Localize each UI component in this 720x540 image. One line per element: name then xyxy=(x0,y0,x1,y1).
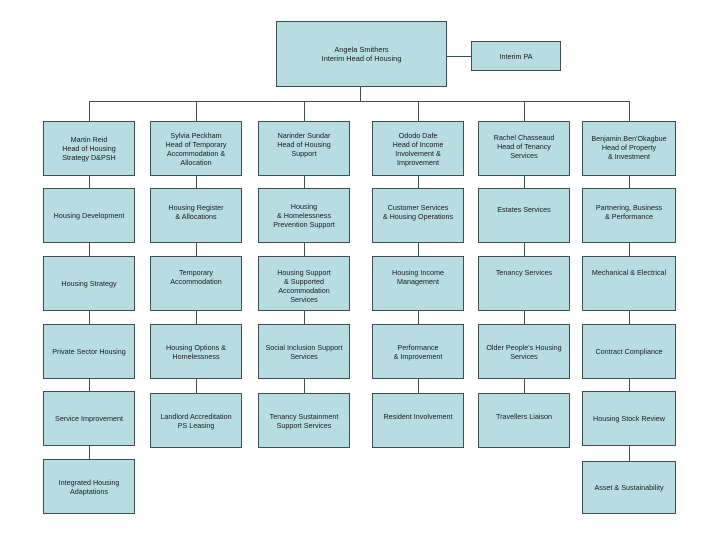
col5-unit-4: Travellers Liaison xyxy=(478,393,570,448)
col4-unit-2: Housing Income Management xyxy=(372,256,464,311)
connector-col2 xyxy=(196,101,197,121)
connector-col3 xyxy=(304,101,305,121)
connector-col6 xyxy=(629,101,630,121)
col1-unit-1: Housing Development xyxy=(43,188,135,243)
head-of-housing-box: Angela Smithers Interim Head of Housing xyxy=(276,21,447,87)
col5-unit-3: Older People's Housing Services xyxy=(478,324,570,379)
col4-head: Ododo Dafe Head of Income Involvement & … xyxy=(372,121,464,176)
col5-unit-1: Estates Services xyxy=(478,188,570,243)
col6-unit-4: Housing Stock Review xyxy=(582,391,676,446)
col3-unit-3: Social Inclusion Support Services xyxy=(258,324,350,379)
col1-unit-3: Private Sector Housing xyxy=(43,324,135,379)
col2-unit-3: Housing Options & Homelessness xyxy=(150,324,242,379)
col1-unit-4: Service Improvement xyxy=(43,391,135,446)
col4-unit-3: Performance & Improvement xyxy=(372,324,464,379)
interim-pa-box: Interim PA xyxy=(471,41,561,71)
col3-unit-4: Tenancy Sustainment Support Services xyxy=(258,393,350,448)
col2-unit-2: Temporary Accommodation xyxy=(150,256,242,311)
connector-col1 xyxy=(89,101,90,121)
col2-unit-4: Landlord Accreditation PS Leasing xyxy=(150,393,242,448)
col6-unit-5: Asset & Sustainability xyxy=(582,461,676,514)
connector-col5 xyxy=(524,101,525,121)
col2-head: Sylvia Peckham Head of Temporary Accommo… xyxy=(150,121,242,176)
col4-unit-1: Customer Services & Housing Operations xyxy=(372,188,464,243)
col3-head: Narinder Sundar Head of Housing Support xyxy=(258,121,350,176)
col5-unit-2: Tenancy Services xyxy=(478,256,570,311)
col6-unit-2: Mechanical & Electrical xyxy=(582,256,676,311)
col1-unit-2: Housing Strategy xyxy=(43,256,135,311)
col2-unit-1: Housing Register & Allocations xyxy=(150,188,242,243)
col3-unit-1: Housing & Homelessness Prevention Suppor… xyxy=(258,188,350,243)
col6-unit-1: Partnering, Business & Performance xyxy=(582,188,676,243)
col3-unit-2: Housing Support & Supported Accommodatio… xyxy=(258,256,350,311)
col6-head: Benjamin.Ben'Okagbue Head of Property & … xyxy=(582,121,676,176)
col1-head: Martin Reid Head of Housing Strategy D&P… xyxy=(43,121,135,176)
col1-unit-5: Integrated Housing Adaptations xyxy=(43,459,135,514)
connector-horizontal-bar xyxy=(89,101,630,102)
col5-head: Rachel Chasseaud Head of Tenancy Service… xyxy=(478,121,570,176)
col6-unit-3: Contract Compliance xyxy=(582,324,676,379)
connector-head-pa xyxy=(447,56,471,57)
connector-col4 xyxy=(418,101,419,121)
col4-unit-4: Resident Involvement xyxy=(372,393,464,448)
connector-head-down xyxy=(360,87,361,102)
